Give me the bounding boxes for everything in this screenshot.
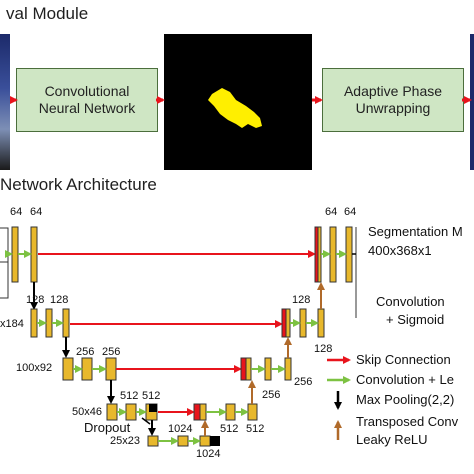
ch-d4-b: 512: [246, 423, 265, 435]
block-d4-a: [199, 403, 207, 421]
legend-skip: Skip Connection: [356, 352, 451, 367]
input-image: [0, 34, 10, 170]
block-l5-b: [177, 435, 189, 447]
block-d4-c: [247, 403, 258, 421]
block-l3-a: [62, 357, 74, 381]
retrieval-module-title: val Module: [6, 4, 89, 23]
conv-sigmoid-1: Convolution: [376, 294, 445, 309]
block-l2-c: [62, 308, 70, 338]
block-d1-c: [345, 226, 353, 283]
block-l3-b: [81, 357, 93, 381]
size-l3: 100x92: [16, 362, 53, 374]
ch-l2-b: 128: [50, 294, 69, 306]
block-d2-a: [285, 308, 291, 338]
dropout-mark: [149, 404, 157, 412]
ch-d4-a: 512: [220, 423, 239, 435]
cnn-label-2: Neural Network: [38, 100, 136, 116]
dropout-label: Dropout: [84, 420, 131, 435]
block-l5-a: [147, 435, 159, 447]
ch-d2-a: 128: [292, 294, 311, 306]
block-d3-b: [264, 357, 272, 381]
block-l5-c: [199, 435, 211, 447]
ch-l4-b: 512: [142, 390, 161, 402]
size-l2: x184: [0, 318, 24, 330]
architecture-title: Network Architecture: [0, 175, 157, 194]
block-d4-b: [225, 403, 236, 421]
ch-d1-b: 64: [344, 206, 357, 218]
ch-l1-a: 64: [10, 206, 23, 218]
size-l4: 50x46: [72, 406, 102, 418]
block-l3-c: [105, 357, 117, 381]
block-l2-b: [45, 308, 53, 338]
block-d1-a: [317, 226, 322, 283]
ch-d1-a: 64: [325, 206, 338, 218]
segmentation-title: Segmentation M: [368, 224, 463, 239]
size-l5: 25x23: [110, 435, 140, 447]
ch-d3-a: 256: [262, 389, 281, 401]
block-d3-a: [245, 357, 252, 381]
ch-l5-b: 1024: [196, 448, 221, 460]
block-l5-dropout: [210, 436, 220, 446]
block-l2-a: [30, 308, 38, 338]
segmentation-size: 400x368x1: [368, 243, 432, 258]
ch-l3-b: 256: [102, 346, 121, 358]
ch-l5-a: 1024: [168, 423, 193, 435]
ch-d2-b: 128: [314, 343, 333, 355]
block-l1-a: [11, 226, 19, 283]
block-l4-b: [125, 403, 137, 421]
legend-trans-2: Leaky ReLU: [356, 432, 428, 447]
input-slice: [0, 227, 9, 299]
legend-pool: Max Pooling(2,2): [356, 392, 455, 407]
apu-label-1: Adaptive Phase: [343, 83, 443, 99]
ch-d3-b: 256: [294, 376, 313, 388]
ch-l2-a: 128: [26, 294, 45, 306]
block-d1-b: [329, 226, 337, 283]
block-l1-b: [30, 226, 38, 283]
conv-sigmoid-2: + Sigmoid: [386, 312, 445, 327]
segmentation-image: [164, 34, 312, 170]
block-d2-b: [299, 308, 307, 338]
block-d3-c: [284, 357, 292, 381]
block-d2-c: [317, 308, 325, 338]
ch-l1-b: 64: [30, 206, 43, 218]
cnn-label-1: Convolutional: [44, 83, 130, 99]
mask-blob: [208, 88, 262, 128]
apu-label-2: Unwrapping: [355, 100, 431, 116]
block-l4-a: [106, 403, 118, 421]
ch-l3-a: 256: [76, 346, 95, 358]
output-image: [470, 34, 474, 170]
legend-trans-1: Transposed Conv: [356, 414, 459, 429]
legend-conv: Convolution + Le: [356, 372, 454, 387]
ch-l4-a: 512: [120, 390, 139, 402]
